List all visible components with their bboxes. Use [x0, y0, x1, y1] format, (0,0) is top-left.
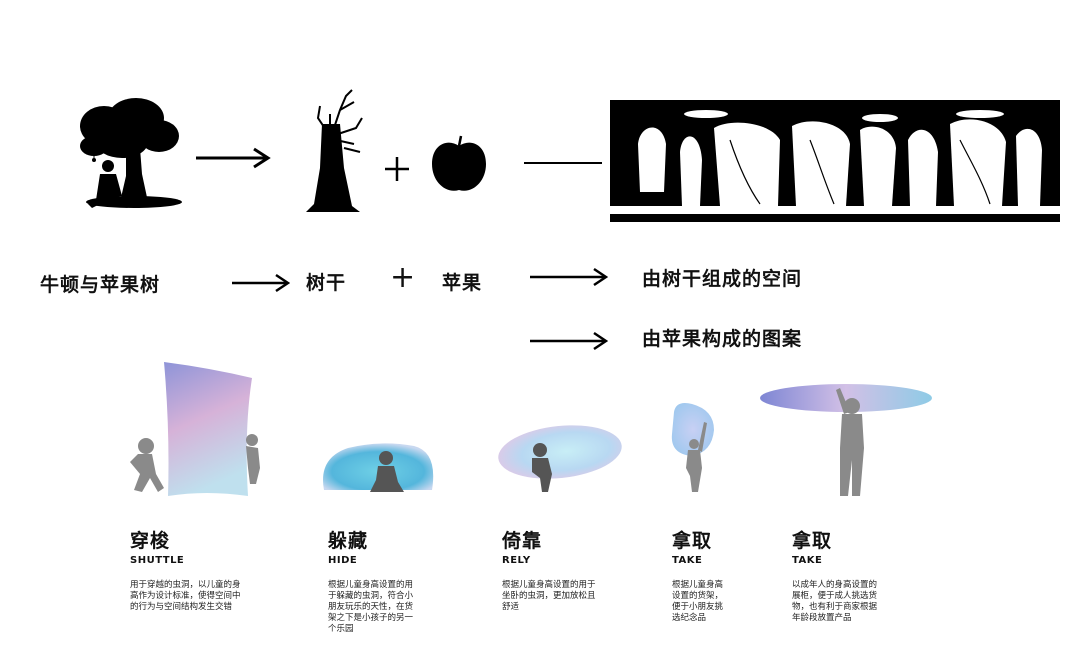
adult-reaching-silhouette — [836, 388, 864, 496]
tree-trunk-icon — [306, 89, 363, 212]
card-shuttle: 穿梭 SHUTTLE 用于穿越的虫洞，以儿童的身高作为设计标准，使得空间中的行为… — [130, 526, 280, 613]
arrow-right-icon — [232, 273, 290, 293]
arrow-right-icon — [530, 331, 608, 351]
caption-plus: + — [390, 260, 417, 295]
child-sitting-silhouette — [370, 451, 404, 492]
caption-newton-tree: 牛顿与苹果树 — [40, 274, 161, 296]
newton-tree-icon — [80, 98, 182, 208]
illustrations-svg — [130, 362, 932, 496]
card-description: 根据儿童身高设置的用于坐卧的虫洞，更加放松且舒适 — [502, 580, 596, 612]
card-subtitle: TAKE — [792, 555, 823, 566]
child-running-silhouette — [130, 438, 164, 492]
card-subtitle: SHUTTLE — [130, 555, 185, 566]
card-subtitle: HIDE — [328, 555, 358, 566]
arrow-right-icon — [530, 267, 608, 287]
child-reaching-silhouette — [686, 422, 707, 492]
card-title: 拿取 — [792, 530, 833, 552]
plus-icon — [385, 157, 409, 181]
card-title: 躲藏 — [328, 530, 369, 552]
shuttle-portal — [164, 362, 252, 496]
trunk-space-illustration — [610, 100, 1060, 222]
card-take-adult: 拿取 TAKE 以成年人的身高设置的展柜，便于成人挑选货物，也有利于商家根据年龄… — [792, 526, 912, 624]
card-title: 拿取 — [672, 530, 713, 552]
dash-line-icon — [524, 162, 602, 164]
card-description: 以成年人的身高设置的展柜，便于成人挑选货物，也有利于商家根据年龄段放置产品 — [792, 580, 878, 623]
card-description: 根据儿童身高设置的货架，便于小朋友挑选纪念品 — [672, 580, 724, 623]
child-peeking-silhouette — [246, 434, 260, 484]
rely-pod — [498, 425, 622, 479]
card-description: 根据儿童身高设置的用于躲藏的虫洞，符合小朋友玩乐的天性，在货架之下是小孩子的另一… — [328, 580, 414, 634]
card-title: 穿梭 — [130, 530, 171, 552]
card-take-child: 拿取 TAKE 根据儿童身高设置的货架，便于小朋友挑选纪念品 — [672, 526, 762, 624]
card-hide: 躲藏 HIDE 根据儿童身高设置的用于躲藏的虫洞，符合小朋友玩乐的天性，在货架之… — [328, 526, 448, 635]
caption-apple: 苹果 — [442, 272, 483, 294]
caption-pattern-from-apples: 由苹果构成的图案 — [642, 328, 803, 350]
card-title: 倚靠 — [502, 530, 543, 552]
card-subtitle: TAKE — [672, 555, 703, 566]
card-subtitle: RELY — [502, 555, 531, 566]
card-description: 用于穿越的虫洞，以儿童的身高作为设计标准，使得空间中的行为与空间结构发生交错 — [130, 580, 241, 612]
take-adult-cabinet — [760, 384, 932, 412]
caption-space-from-trunks: 由树干组成的空间 — [642, 268, 803, 290]
arrow-right-icon — [196, 147, 271, 169]
child-reclining-silhouette — [532, 443, 552, 492]
apple-icon — [432, 135, 486, 191]
caption-trunk: 树干 — [306, 272, 347, 294]
card-rely: 倚靠 RELY 根据儿童身高设置的用于坐卧的虫洞，更加放松且舒适 — [502, 526, 632, 613]
